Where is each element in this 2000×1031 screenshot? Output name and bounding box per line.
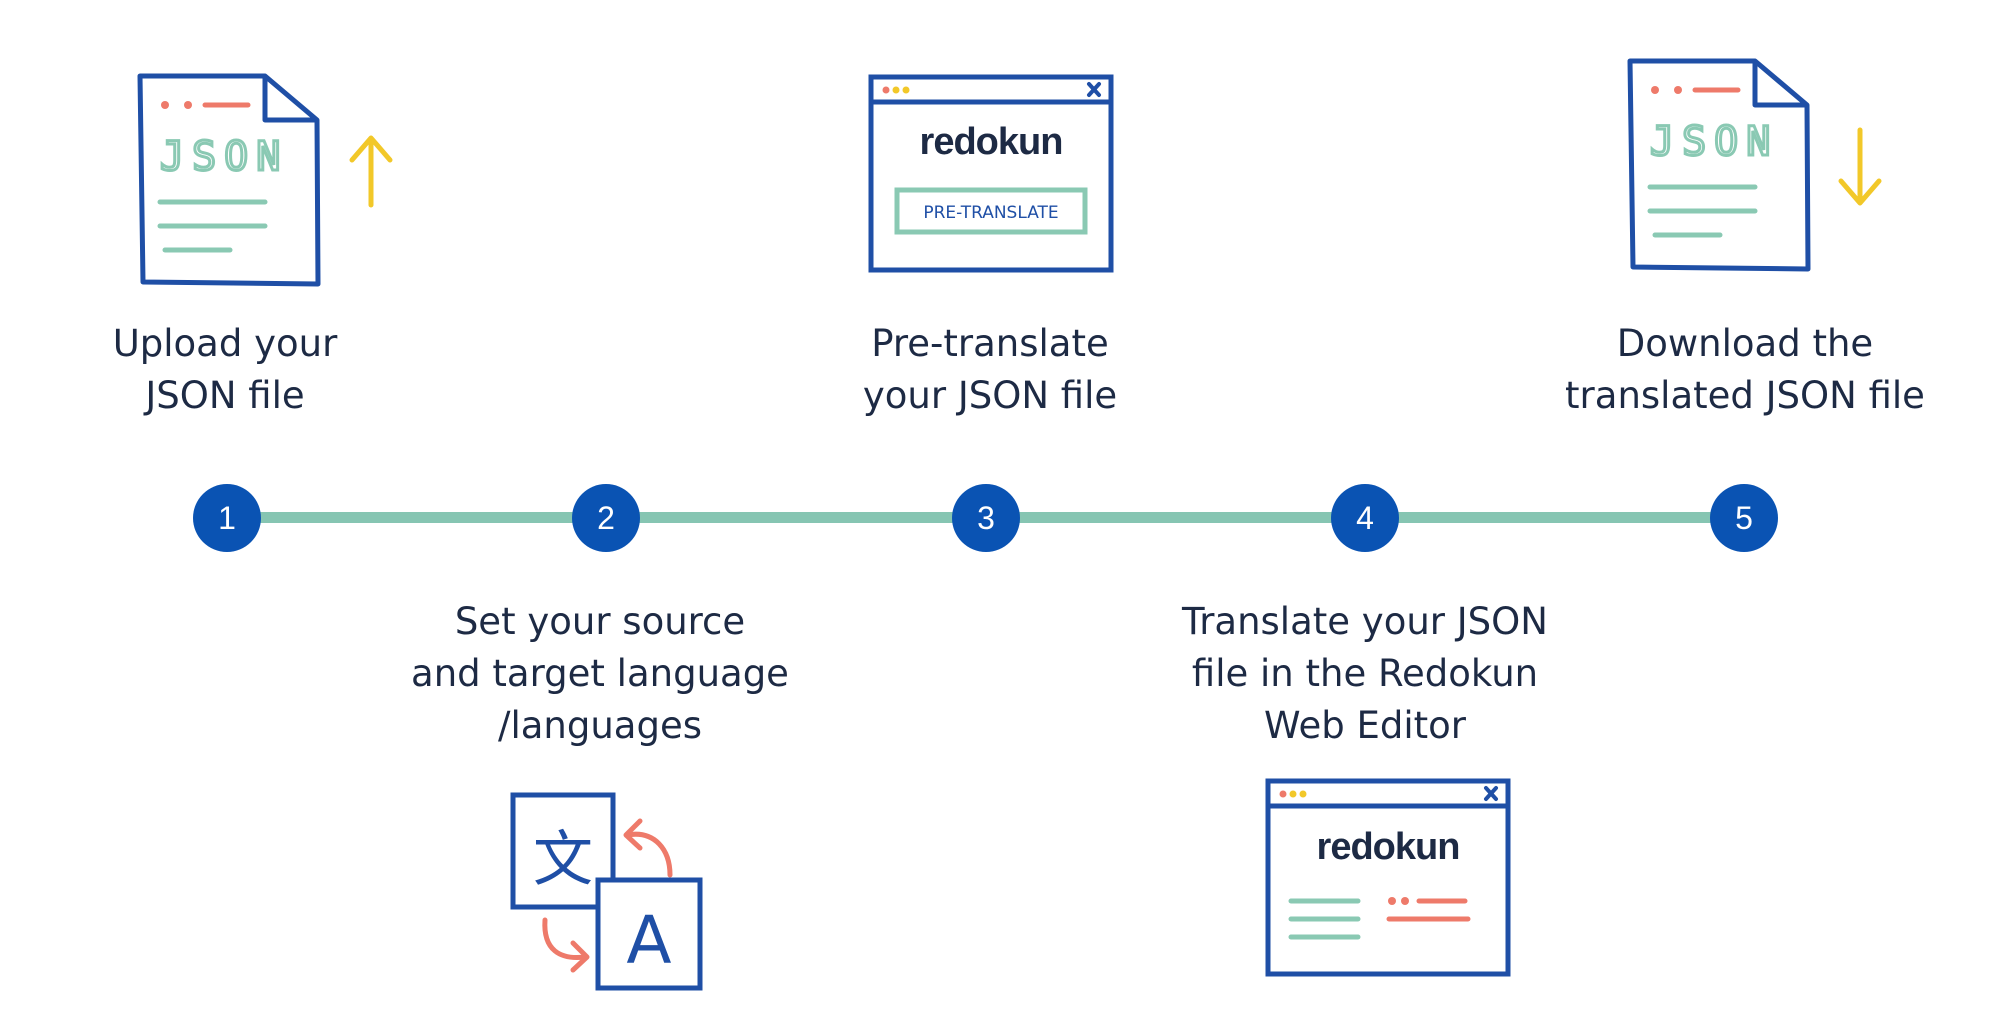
step-4-caption-line-1: Translate your JSON (1182, 600, 1548, 643)
pretranslate-brand-logo: redokun (920, 121, 1063, 163)
web-editor-illustration: redokun (1263, 776, 1513, 981)
step-3-caption-line-2: your JSON file (862, 374, 1118, 417)
upload-arrow-icon (349, 135, 393, 208)
step-1-caption-line-1: Upload your (112, 322, 338, 365)
json-file-label: JSON (160, 134, 288, 180)
target-glyph: A (626, 902, 671, 979)
step-2-caption: Set your source and target language /lan… (390, 596, 810, 752)
pretranslate-button-label: PRE-TRANSLATE (923, 203, 1058, 223)
json-file-download-icon: JSON (1627, 58, 1882, 272)
json-file-icon: JSON (137, 73, 393, 287)
step-3-marker: 3 (952, 484, 1020, 552)
step-4-marker: 4 (1331, 484, 1399, 552)
pretranslate-window-illustration: redokun PRE-TRANSLATE (866, 72, 1116, 277)
step-4-caption-line-3: Web Editor (1264, 704, 1466, 747)
language-swap-illustration: 文 A (505, 785, 725, 995)
step-4-caption: Translate your JSON file in the Redokun … (1150, 596, 1580, 752)
editor-window-icon: redokun (1265, 778, 1511, 977)
step-5-caption: Download the translated JSON file (1530, 318, 1960, 422)
download-arrow-icon (1838, 127, 1882, 206)
source-glyph: 文 (533, 825, 593, 895)
download-json-file-label: JSON (1650, 119, 1778, 165)
step-1-caption: Upload your JSON file (60, 318, 390, 422)
step-2-caption-line-1: Set your source (454, 600, 746, 643)
step-3-caption: Pre-translate your JSON file (790, 318, 1190, 422)
upload-json-illustration: JSON (130, 70, 410, 295)
step-2-marker: 2 (572, 484, 640, 552)
step-1-caption-line-2: JSON file (145, 374, 305, 417)
step-3-caption-line-1: Pre-translate (871, 322, 1109, 365)
step-2-caption-line-2: and target language (411, 652, 789, 695)
download-json-illustration: JSON (1620, 55, 1900, 280)
step-5-caption-line-2: translated JSON file (1565, 374, 1925, 417)
translate-icon: 文 A (510, 792, 703, 991)
step-4-caption-line-2: file in the Redokun (1191, 652, 1539, 695)
step-5-caption-line-1: Download the (1616, 322, 1874, 365)
step-5-marker: 5 (1710, 484, 1778, 552)
close-icon (1484, 786, 1498, 801)
step-1-marker: 1 (193, 484, 261, 552)
close-icon (1087, 82, 1101, 97)
editor-brand-logo: redokun (1317, 826, 1460, 868)
browser-window-icon: redokun PRE-TRANSLATE (868, 74, 1114, 273)
step-2-caption-line-3: /languages (497, 704, 702, 747)
